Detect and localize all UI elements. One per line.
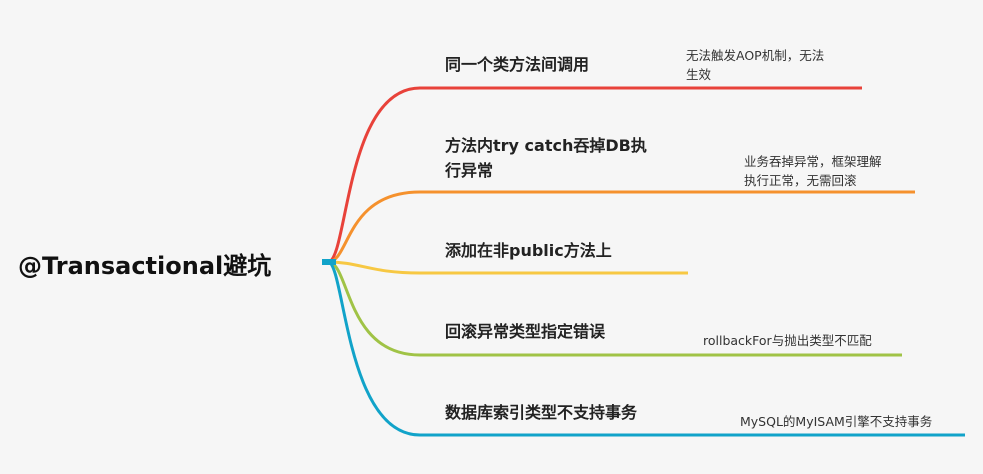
branch-curve-5 [327,260,965,437]
topic-1[interactable]: 同一个类方法间调用 [445,55,590,74]
note-2-line-2: 执行正常，无需回滚 [744,173,857,188]
topic-2-line-1: 方法内try catch吞掉DB执 [445,136,647,155]
root-topic[interactable]: @Transactional避坑 [18,252,272,280]
topic-3[interactable]: 添加在非public方法上 [445,241,612,260]
note-4[interactable]: rollbackFor与抛出类型不匹配 [703,333,872,348]
branch-curve-2 [327,190,915,264]
note-1-line-2: 生效 [686,67,712,82]
topic-5[interactable]: 数据库索引类型不支持事务 [445,403,638,422]
note-1[interactable]: 无法触发AOP机制，无法 生效 [686,46,824,84]
branch-curve-4 [327,260,902,357]
topic-2-line-2: 行异常 [445,161,494,180]
topic-2[interactable]: 方法内try catch吞掉DB执 行异常 [445,133,647,183]
note-1-line-1: 无法触发AOP机制，无法 [686,48,825,63]
note-2[interactable]: 业务吞掉异常，框架理解 执行正常，无需回滚 [744,152,882,190]
note-2-line-1: 业务吞掉异常，框架理解 [744,154,882,169]
branch-curve-1 [327,86,862,264]
branch-curve-3 [327,260,688,275]
topic-4[interactable]: 回滚异常类型指定错误 [445,322,606,341]
note-5[interactable]: MySQL的MyISAM引擎不支持事务 [740,414,933,429]
